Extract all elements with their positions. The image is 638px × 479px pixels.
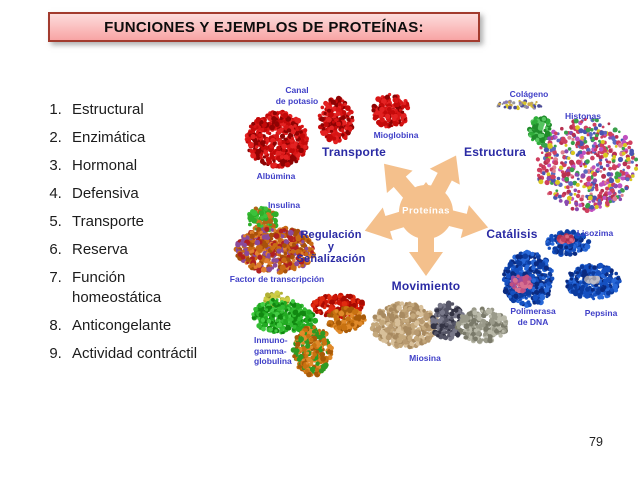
list-item: Función homeostática [66,268,251,308]
page-number: 79 [589,435,603,449]
list-item: Actividad contráctil [66,344,251,364]
canal-de-potasio-molecule [317,95,355,145]
albumina-molecule [244,109,309,169]
slide-title: FUNCIONES Y EJEMPLOS DE PROTEÍNAS: [104,18,424,36]
lisozima-molecule [545,229,592,257]
list-item: Hormonal [66,156,251,176]
list-item: Estructural [66,100,251,120]
histonas-molecule [527,115,638,213]
list-item: Defensiva [66,184,251,204]
factor-transcripcion-molecule [233,225,316,275]
miosina-molecule [369,300,509,350]
arrow-movimiento [409,222,443,276]
functions-list: EstructuralEnzimáticaHormonalDefensivaTr… [40,100,251,372]
polimerasa-molecule [501,249,555,308]
list-item: Anticongelante [66,316,251,336]
list-item: Reserva [66,240,251,260]
inmunoglobulina-molecule [251,290,367,378]
colageno-molecule [496,99,543,111]
star-center-peak [414,182,438,198]
mioglobina-molecule [371,92,411,129]
star-center-body [399,185,453,239]
insulina-molecule [247,205,279,234]
list-item: Enzimática [66,128,251,148]
list-item: Transporte [66,212,251,232]
pepsina-molecule [565,262,622,301]
title-banner: FUNCIONES Y EJEMPLOS DE PROTEÍNAS: [48,12,480,42]
